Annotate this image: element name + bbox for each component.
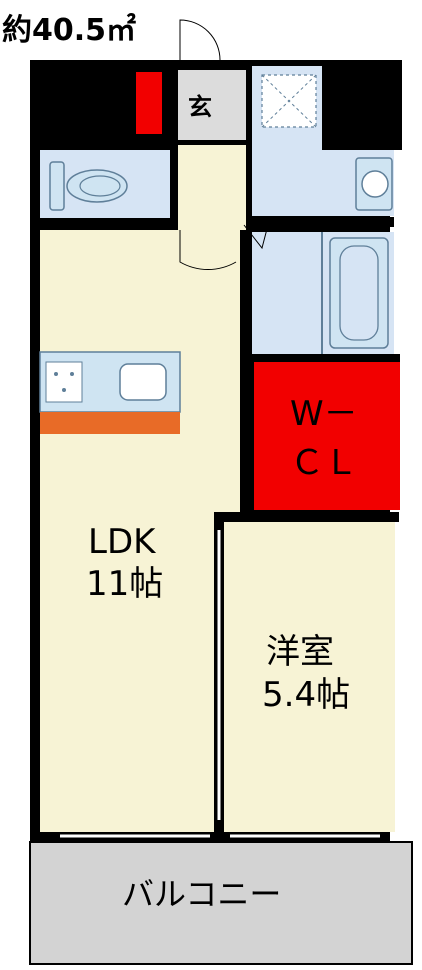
area-title: 約40.5㎡ bbox=[2, 13, 136, 48]
hall-floor bbox=[178, 145, 246, 230]
bathtub-icon bbox=[329, 237, 389, 349]
wash-basin-icon bbox=[355, 157, 393, 211]
walk-in-closet bbox=[254, 362, 400, 510]
western-room-size: 5.4帖 bbox=[262, 675, 350, 715]
sliding-door-marks bbox=[60, 530, 380, 838]
western-room-label: 洋室 bbox=[266, 632, 334, 672]
wcl-label-line2: ＣＬ bbox=[290, 443, 358, 483]
ldk-size: 11帖 bbox=[86, 564, 163, 604]
western-room-floor bbox=[225, 522, 395, 832]
ldk-floor bbox=[40, 230, 240, 832]
balcony bbox=[29, 841, 413, 965]
wcl-label-line1: W－ bbox=[290, 394, 358, 434]
entrance-floor bbox=[178, 70, 246, 140]
door-swing-marks bbox=[179, 19, 269, 271]
kitchen-sink-icon bbox=[119, 363, 167, 401]
washing-machine-pan-icon bbox=[261, 74, 317, 128]
kitchen-counter bbox=[39, 351, 181, 434]
entrance-label: 玄 bbox=[188, 93, 212, 121]
balcony-label: バルコニー bbox=[122, 875, 281, 913]
toilet-icon bbox=[49, 161, 128, 211]
shoe-cabinet bbox=[136, 72, 162, 134]
ldk-label: LDK bbox=[88, 522, 157, 562]
stove-icon bbox=[45, 361, 83, 403]
